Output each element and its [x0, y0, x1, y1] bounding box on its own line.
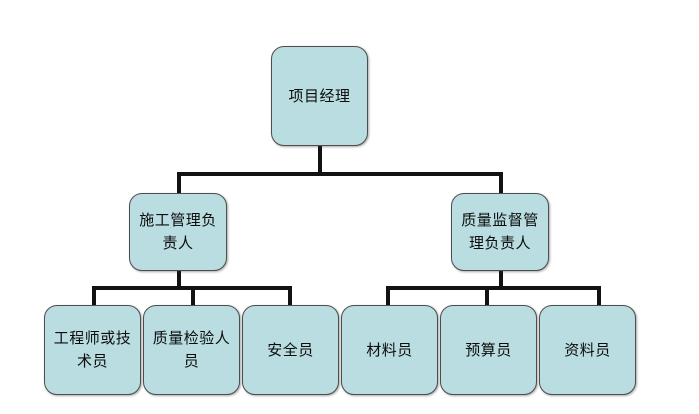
connector-level3-right-bus	[386, 286, 601, 290]
connector-to-quality-lead	[499, 172, 503, 194]
node-safety-officer[interactable]: 安全员	[242, 305, 339, 395]
node-label-quality-supervision-management-lead: 质量监督管理负责人	[461, 211, 539, 252]
node-engineer-or-technician[interactable]: 工程师或技术员	[44, 305, 141, 395]
node-label-quality-inspector: 质量检验人员	[152, 329, 231, 370]
node-label-budget-officer: 预算员	[465, 340, 512, 359]
node-label-project-manager: 项目经理	[288, 86, 351, 105]
connector-to-budget-officer	[485, 286, 489, 306]
connector-construction-lead-stem	[177, 270, 181, 288]
node-label-construction-management-lead: 施工管理负责人	[139, 211, 217, 252]
node-quality-supervision-management-lead[interactable]: 质量监督管理负责人	[451, 193, 549, 271]
node-label-materials-officer: 材料员	[366, 340, 413, 359]
node-materials-officer[interactable]: 材料员	[341, 305, 438, 395]
node-label-safety-officer: 安全员	[267, 340, 314, 359]
node-budget-officer[interactable]: 预算员	[440, 305, 537, 395]
node-construction-management-lead[interactable]: 施工管理负责人	[129, 193, 227, 271]
connector-to-documentation-officer	[597, 286, 601, 306]
connector-quality-lead-stem	[499, 270, 503, 288]
node-label-documentation-officer: 资料员	[564, 340, 611, 359]
connector-to-engineer	[92, 286, 96, 306]
node-label-engineer-or-technician: 工程师或技术员	[53, 329, 132, 370]
connector-to-quality-inspector	[191, 286, 195, 306]
node-quality-inspector[interactable]: 质量检验人员	[143, 305, 240, 395]
connector-to-construction-lead	[177, 172, 181, 194]
connector-level2-bus	[177, 172, 503, 176]
node-project-manager[interactable]: 项目经理	[271, 46, 368, 146]
node-documentation-officer[interactable]: 资料员	[539, 305, 636, 395]
connector-to-materials-officer	[386, 286, 390, 306]
connector-root-stem	[318, 143, 322, 176]
connector-to-safety-officer	[288, 286, 292, 306]
